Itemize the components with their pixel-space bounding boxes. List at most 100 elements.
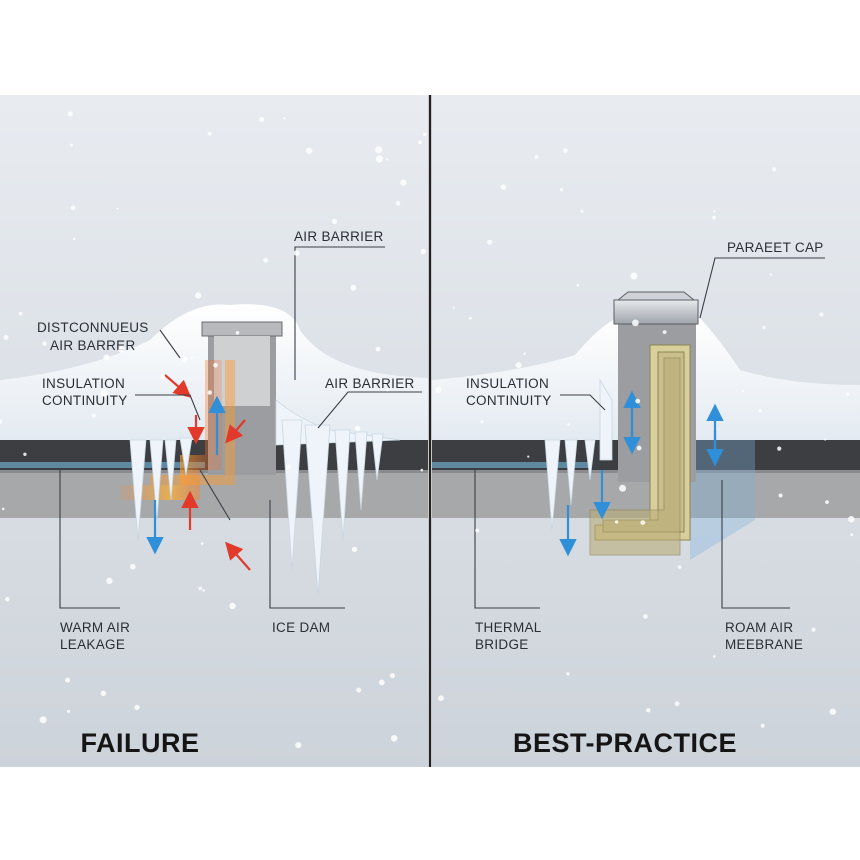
snowflake	[848, 516, 855, 523]
label-roam-air-membrane-2: MEEBRANE	[725, 637, 803, 652]
snowflake	[567, 423, 570, 426]
label-warm-air-leakage-1: WARM AIR	[60, 620, 130, 635]
snowflake	[207, 131, 212, 136]
snowflake	[741, 390, 745, 393]
snowflake	[190, 356, 194, 359]
snowflake	[758, 409, 762, 413]
snowflake	[350, 284, 357, 291]
best-practice-icicles	[544, 378, 613, 531]
snowflake	[824, 438, 827, 441]
snowflake	[286, 464, 292, 470]
snowflake	[850, 533, 854, 537]
snowflake	[331, 218, 338, 225]
snowflake	[619, 484, 627, 492]
snowflake	[0, 419, 3, 424]
failure-parapet-cap	[201, 321, 283, 337]
snowflake	[500, 184, 507, 190]
snowflake	[182, 356, 188, 363]
snowflake	[576, 283, 580, 287]
label-air-barrier-right: AIR BARRIER	[325, 376, 415, 391]
label-air-barrier-top: AIR BARRIER	[294, 229, 384, 244]
label-warm-air-leakage-2: LEAKAGE	[60, 637, 125, 652]
snowflake	[487, 239, 493, 245]
best-practice-panel: PARAEET CAP INSULATION CONTINUITY THERMA…	[432, 95, 860, 767]
snowflake	[778, 493, 783, 498]
snowflake	[390, 735, 398, 742]
snowflake	[527, 455, 530, 458]
snowflake	[3, 335, 9, 340]
snowflake	[207, 390, 213, 395]
leader-insulation-continuity	[135, 394, 201, 421]
snowflake	[677, 565, 682, 569]
snowflake	[195, 292, 202, 299]
snowflake	[632, 319, 639, 327]
snowflake	[23, 452, 27, 456]
snowflake	[386, 158, 389, 161]
snowflake	[563, 148, 568, 153]
snowflake	[70, 205, 76, 210]
snowflake	[825, 500, 829, 504]
snowflake	[39, 716, 47, 724]
label-thermal-bridge-1: THERMAL	[475, 620, 542, 635]
snowflake	[100, 389, 108, 397]
snowflake	[283, 117, 286, 120]
leader-roam-air-membrane	[721, 480, 790, 609]
snowflake	[118, 345, 126, 353]
snowflake	[534, 155, 539, 159]
snowflake	[566, 672, 570, 676]
snowflake	[69, 143, 73, 147]
snowflake	[846, 392, 850, 396]
warm-air-glow	[120, 360, 222, 500]
snowflake	[420, 468, 424, 472]
snowflake	[378, 679, 385, 686]
parapet-cap	[613, 299, 699, 325]
best-practice-title: BEST-PRACTICE	[513, 728, 737, 758]
label-roam-air-membrane-1: ROAM AIR	[725, 620, 793, 635]
snowflake	[418, 140, 422, 145]
ice-dam-icicles	[275, 399, 401, 596]
snowflake	[420, 249, 426, 255]
snowflake	[630, 272, 638, 280]
leader-air-barrier-right	[317, 391, 422, 429]
snowflake	[769, 273, 772, 276]
snowflake	[198, 586, 202, 591]
label-ice-dam: ICE DAM	[272, 620, 330, 635]
snowflake	[435, 386, 442, 393]
label-insulation-continuity-2: CONTINUITY	[42, 393, 128, 408]
leader-bp-insulation-continuity	[560, 394, 606, 411]
snowflake	[713, 655, 716, 658]
failure-icicles-left	[129, 437, 193, 541]
snowflake	[67, 111, 73, 117]
snowflake	[772, 167, 777, 172]
snowflake	[423, 132, 427, 136]
snowflake	[375, 146, 383, 154]
continuous-insulation	[589, 344, 691, 556]
snowflake	[523, 352, 526, 355]
snowflake	[643, 614, 648, 619]
snowflake	[1, 507, 5, 511]
label-thermal-bridge-2: BRIDGE	[475, 637, 529, 652]
snowflake	[712, 215, 716, 220]
snowflake	[160, 374, 166, 380]
leader-warm-air-leakage	[59, 470, 120, 609]
snowflake	[106, 577, 113, 584]
snowflake	[91, 413, 96, 418]
leader-ice-dam	[269, 500, 345, 609]
snowflake	[200, 542, 204, 545]
snowflake	[66, 709, 71, 713]
snowflake	[295, 742, 302, 749]
snowflake	[235, 331, 240, 335]
snowflake	[42, 341, 47, 346]
snowflake	[100, 690, 107, 696]
snowflake	[385, 388, 390, 392]
snowflake	[103, 354, 110, 361]
snowflake	[305, 147, 313, 155]
snowflake	[202, 589, 205, 592]
snowflake	[614, 520, 619, 524]
label-insulation-continuity-1: INSULATION	[42, 376, 125, 391]
snowflake	[130, 563, 136, 570]
leader-air-barrier-top	[294, 246, 385, 380]
label-bp-insulation-continuity-1: INSULATION	[466, 376, 549, 391]
leader-parapet-cap	[699, 257, 825, 319]
